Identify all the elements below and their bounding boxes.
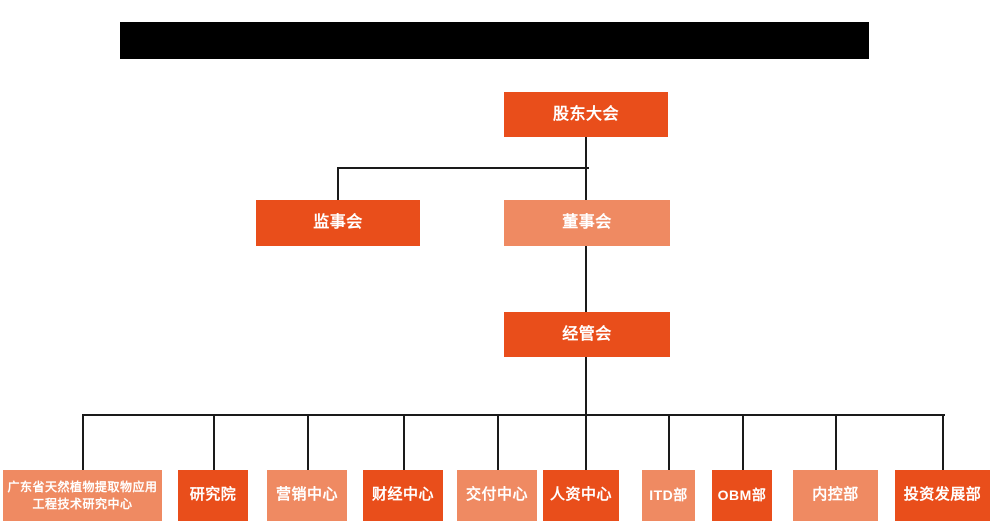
connector-line (742, 414, 744, 470)
connector-line (835, 414, 837, 470)
org-node-supervisory-board: 监事会 (256, 200, 420, 246)
connector-line (337, 167, 589, 169)
org-node-hr-center: 人资中心 (543, 470, 619, 521)
connector-line (82, 414, 84, 470)
org-node-management-committee: 经管会 (504, 312, 670, 357)
org-node-shareholders-meeting: 股东大会 (504, 92, 668, 137)
org-node-obm-department: OBM部 (712, 470, 772, 521)
org-node-investment-development-dept: 投资发展部 (895, 470, 990, 521)
connector-line (942, 414, 944, 470)
connector-line (668, 414, 670, 470)
connector-line (82, 414, 945, 416)
connector-line (497, 414, 499, 470)
org-node-itd-department: ITD部 (642, 470, 695, 521)
org-node-gd-plant-extract-research-center: 广东省天然植物提取物应用工程技术研究中心 (3, 470, 162, 521)
org-node-marketing-center: 营销中心 (267, 470, 347, 521)
connector-line (307, 414, 309, 470)
connector-line (213, 414, 215, 470)
redacted-title-bar (120, 22, 869, 59)
org-node-internal-control-dept: 内控部 (793, 470, 878, 521)
org-node-board-of-directors: 董事会 (504, 200, 670, 246)
connector-line (585, 246, 587, 312)
org-node-finance-center: 财经中心 (363, 470, 443, 521)
org-node-delivery-center: 交付中心 (457, 470, 537, 521)
connector-line (337, 167, 339, 200)
org-node-research-institute: 研究院 (178, 470, 248, 521)
connector-line (403, 414, 405, 470)
connector-line (585, 357, 587, 470)
